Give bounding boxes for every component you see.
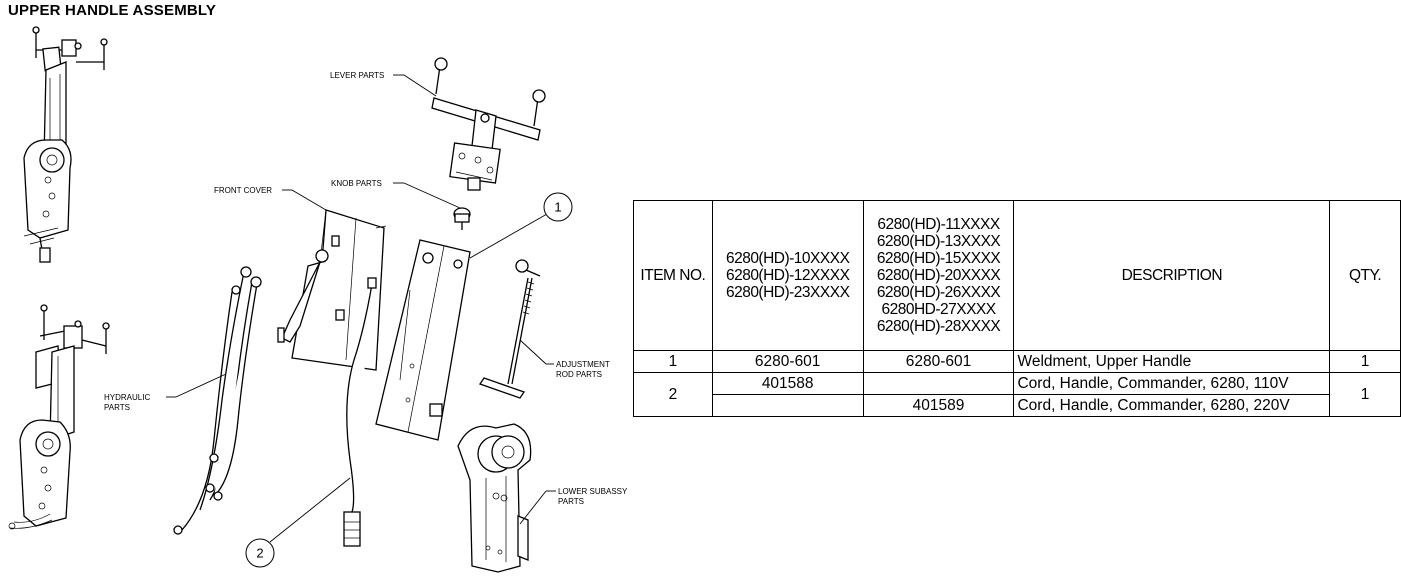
model-group-b-line: 6280(HD)-13XXXX [876,233,1001,250]
balloon-item-1: 1 [543,192,573,222]
label-front-cover: FRONT COVER [214,186,272,195]
table-row: 1 6280-601 6280-601 Weldment, Upper Hand… [633,350,1401,373]
adjustment-rod [478,259,541,399]
cell-part-a: 6280-601 [711,350,864,373]
cell-description: Cord, Handle, Commander, 6280, 220V [1013,394,1331,417]
balloon-2-number: 2 [256,546,263,561]
model-group-b-line: 6280(HD)-28XXXX [876,318,1001,335]
table-row: 401589 Cord, Handle, Commander, 6280, 22… [634,394,1401,417]
header-description: DESCRIPTION [1013,200,1331,351]
cell-item-no: 2 [633,372,713,417]
model-group-b-line: 6280(HD)-20XXXX [876,267,1001,284]
exploded-assembly-drawing: LEVER PARTS KNOB PARTS FRONT COVER HYDRA… [8,26,628,573]
model-group-b-line: 6280(HD)-11XXXX [877,216,1000,233]
label-lower-subassy-line1: LOWER SUBASSY [558,487,628,496]
cell-qty: 1 [1329,350,1401,373]
cell-item-no: 1 [633,350,713,373]
label-hydraulic-parts-line2: PARTS [104,403,130,412]
front-cover [277,209,387,371]
balloon-item-2: 2 [245,538,275,568]
cell-description: Cord, Handle, Commander, 6280, 110V [1013,372,1331,395]
model-group-a-line: 6280(HD)-10XXXX [725,250,850,267]
assembled-view-bottom [8,304,110,530]
header-item-no: ITEM NO. [633,200,713,351]
label-adjustment-rod-line2: ROD PARTS [556,370,602,379]
model-group-a-line: 6280(HD)-12XXXX [725,267,850,284]
balloon-1-number: 1 [554,200,561,215]
leader-lines [166,74,556,543]
label-knob-parts: KNOB PARTS [331,179,382,188]
header-model-group-a: 6280(HD)-10XXXX 6280(HD)-12XXXX 6280(HD)… [711,200,864,351]
model-group-b-line: 6280(HD)-15XXXX [876,250,1001,267]
cell-part-b: 401589 [862,394,1015,417]
bom-header-row: ITEM NO. 6280(HD)-10XXXX 6280(HD)-12XXXX… [633,200,1401,351]
label-lower-subassy-line2: PARTS [558,497,584,506]
lower-subassy [457,423,532,573]
lever-parts [431,57,546,191]
header-qty: QTY. [1329,200,1401,351]
bill-of-materials-table: ITEM NO. 6280(HD)-10XXXX 6280(HD)-12XXXX… [633,200,1401,417]
model-group-b-line: 6280(HD)-26XXXX [876,284,1001,301]
label-lever-parts: LEVER PARTS [330,71,384,80]
label-adjustment-rod-line1: ADJUSTMENT [556,360,610,369]
header-model-group-b: 6280(HD)-11XXXX 6280(HD)-13XXXX 6280(HD)… [862,200,1015,351]
cell-part-a [711,394,864,417]
weldment-upper-handle [375,239,471,441]
model-group-b-line: 6280HD-27XXXX [881,301,996,318]
cell-description: Weldment, Upper Handle [1013,350,1331,373]
table-row: 2 401588 Cord, Handle, Commander, 6280, … [633,372,1401,417]
page-title: UPPER HANDLE ASSEMBLY [8,2,217,19]
cell-part-a: 401588 [711,372,864,395]
knob-parts [453,207,471,230]
label-hydraulic-parts-line1: HYDRAULIC [104,393,150,402]
cell-part-b: 6280-601 [862,350,1015,373]
assembled-view-top [23,26,108,263]
cell-qty: 1 [1329,372,1401,417]
hydraulic-parts [173,266,262,535]
model-group-a-line: 6280(HD)-23XXXX [725,284,850,301]
handle-cord [343,277,377,547]
cell-part-b [862,372,1015,395]
